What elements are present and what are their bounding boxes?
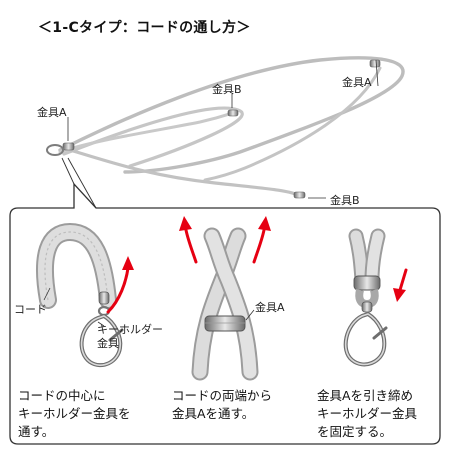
kanagu-b-bottom-metal [293,191,306,199]
panel1-caption: コードの中心に キーホルダー金具を 通す。 [18,387,131,441]
panel1-caption-line: キーホルダー金具を [18,406,131,421]
page-title: ＜1-Cタイプ：コードの通し方＞ [38,20,251,36]
panel2-caption-line: コードの両端から [172,388,273,403]
label-kanagu-a-right: 金具A [342,76,372,89]
panel1-caption-line: 通す。 [18,424,55,439]
panel3-caption-line: を固定する。 [317,424,393,439]
label-keyholder-line2: 金具 [97,337,119,350]
label-kanagu-a-panel2: 金具A [255,301,285,314]
overview-lanyard [46,56,405,199]
cord-left-down [68,148,302,198]
label-cord: コード [14,303,47,316]
kanagu-b-top-metal [227,109,239,117]
label-kanagu-b-bottom: 金具B [330,194,360,207]
label-keyholder-line1: キーホルダー [97,323,163,336]
panel2-caption-line: 金具Aを通す。 [172,406,255,421]
cord-loop-inner [62,106,244,168]
mini-clasp [46,144,64,156]
cord-right-down [203,66,382,182]
panel3-caption: 金具Aを引き締め キーホルダー金具 を固定する。 [317,387,417,441]
cord-loop-outer [58,56,405,174]
panel3-caption-line: 金具Aを引き締め [317,388,414,403]
panel2-caption: コードの両端から 金具Aを通す。 [172,387,272,423]
panel2-illustration [179,216,271,381]
panel3-caption-line: キーホルダー金具 [317,406,418,421]
panel1-illustration [36,222,134,368]
detail-frame [9,182,441,445]
label-kanagu-b-top: 金具B [212,83,242,96]
panel3-illustration [343,228,408,367]
panel1-caption-line: コードの中心に [18,388,106,403]
kanagu-a-left-metal [62,142,75,151]
label-kanagu-a-left: 金具A [37,106,67,119]
kanagu-a-right-metal [369,59,381,68]
